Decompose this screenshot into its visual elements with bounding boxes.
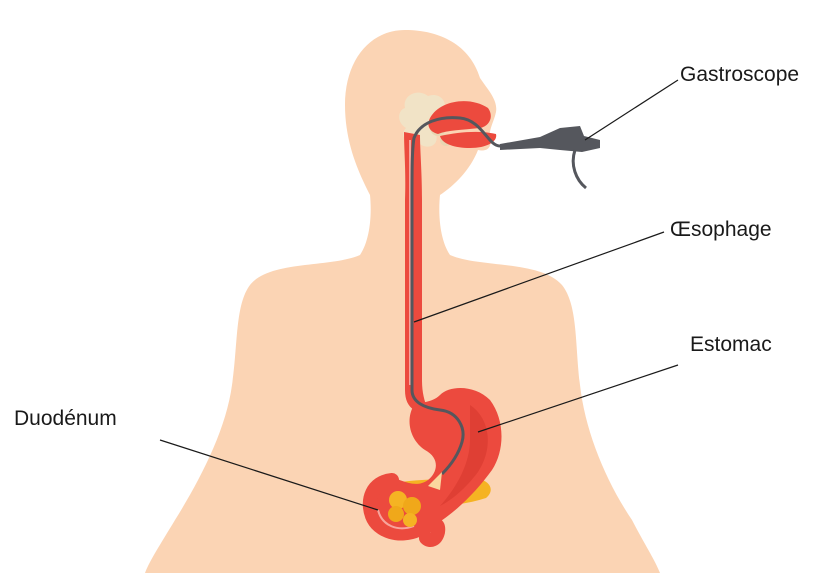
label-duodenum: Duodénum (14, 408, 117, 429)
pancreas-lobe (403, 497, 421, 515)
pancreas-lobe (388, 506, 404, 522)
pancreas-lobe (403, 513, 417, 527)
leader-line-gastroscope (585, 80, 678, 140)
label-oesophage: Œsophage (670, 219, 772, 240)
gastroscope-body (500, 126, 600, 152)
label-gastroscope: Gastroscope (680, 64, 799, 85)
label-estomac: Estomac (690, 334, 772, 355)
gastroscope-cable (573, 150, 586, 188)
